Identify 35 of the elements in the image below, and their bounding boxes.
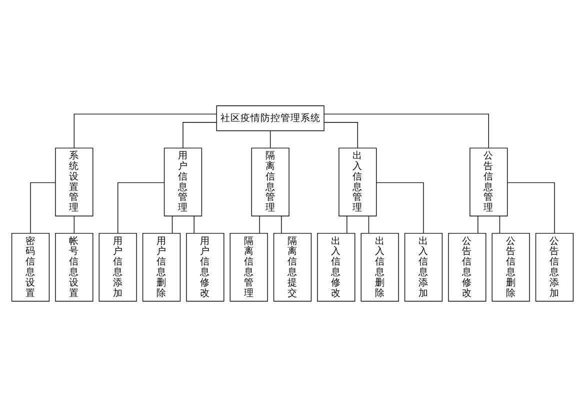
node-box: 用户信息修改 (186, 232, 224, 302)
connector (376, 182, 424, 233)
connector (30, 182, 56, 233)
connector (324, 113, 489, 148)
connector (281, 215, 282, 233)
node-box: 隔离信息管理 (251, 147, 290, 216)
connector (182, 122, 217, 148)
connector (172, 215, 173, 233)
connector (74, 113, 217, 148)
node-box: 用户信息删除 (142, 232, 181, 302)
connector (324, 122, 358, 148)
connector (346, 215, 348, 233)
node-box: 密码信息设置 (11, 232, 50, 302)
node-box: 出入信息管理 (338, 147, 377, 216)
connector (368, 215, 370, 233)
node-box: 公告信息添加 (535, 232, 574, 302)
node-box: 公告信息管理 (470, 147, 508, 216)
node-box: 公告信息修改 (448, 232, 486, 302)
node-box: 用户信息添加 (98, 232, 137, 302)
node-box: 帐号信息设置 (55, 232, 94, 302)
node-box: 隔离信息管理 (230, 232, 268, 302)
connector (270, 130, 271, 148)
node-box: 隔离信息提交 (273, 232, 312, 302)
node-box: 出入信息修改 (317, 232, 356, 302)
connector (507, 182, 555, 233)
node-box: 出入信息删除 (360, 232, 399, 302)
connector (259, 215, 260, 233)
node-box: 社区疫情防控管理系统 (216, 104, 324, 131)
connector (118, 182, 164, 233)
node-box: 用户信息管理 (164, 147, 202, 216)
connector (74, 215, 75, 233)
node-box: 出入信息添加 (404, 232, 443, 302)
node-box: 系统设置管理 (55, 147, 94, 216)
connector (499, 215, 500, 233)
node-box: 公告信息删除 (492, 232, 530, 302)
